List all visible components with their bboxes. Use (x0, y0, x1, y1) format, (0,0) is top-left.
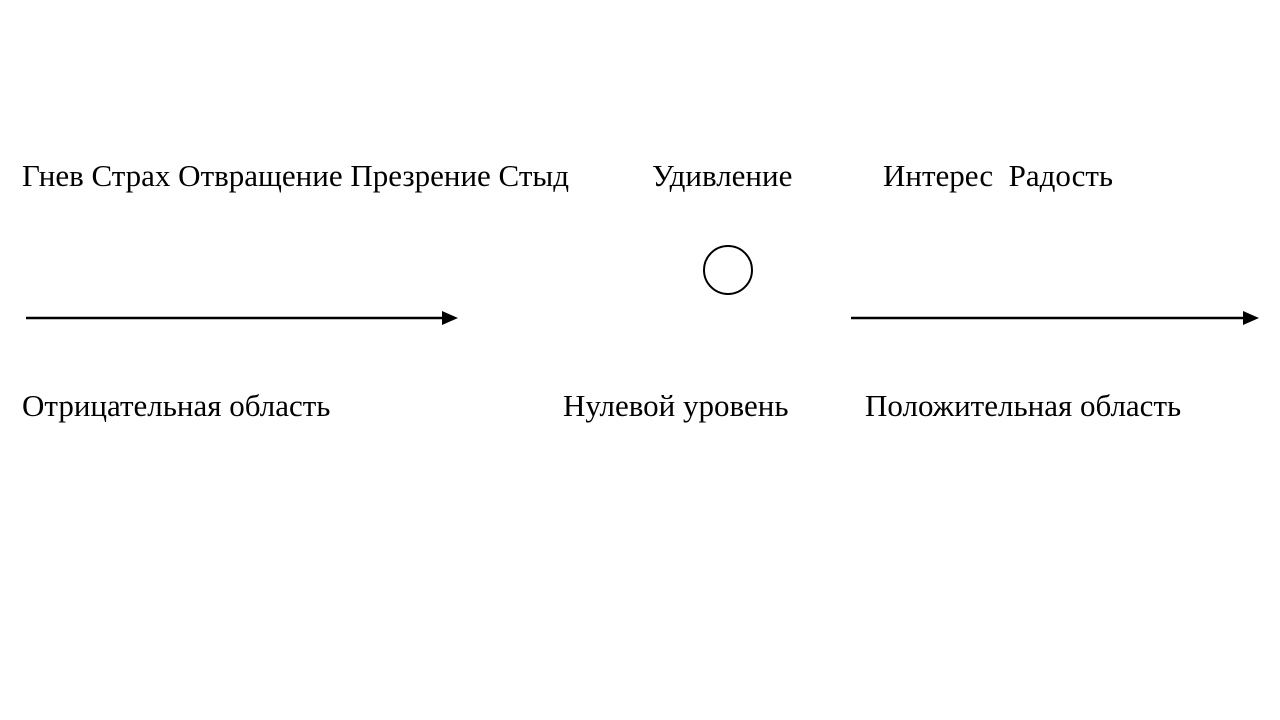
positive-area-label: Положительная область (865, 388, 1182, 423)
positive-arrow (851, 311, 1259, 325)
positive-emotions-label: Интерес Радость (883, 158, 1114, 193)
negative-area-label: Отрицательная область (22, 388, 331, 423)
neutral-emotion-label: Удивление (652, 158, 793, 193)
negative-arrow (26, 311, 458, 325)
zero-level-circle (703, 245, 753, 295)
negative-emotions-label: Гнев Страх Отвращение Презрение Стыд (22, 158, 569, 193)
zero-level-label: Нулевой уровень (563, 388, 789, 423)
